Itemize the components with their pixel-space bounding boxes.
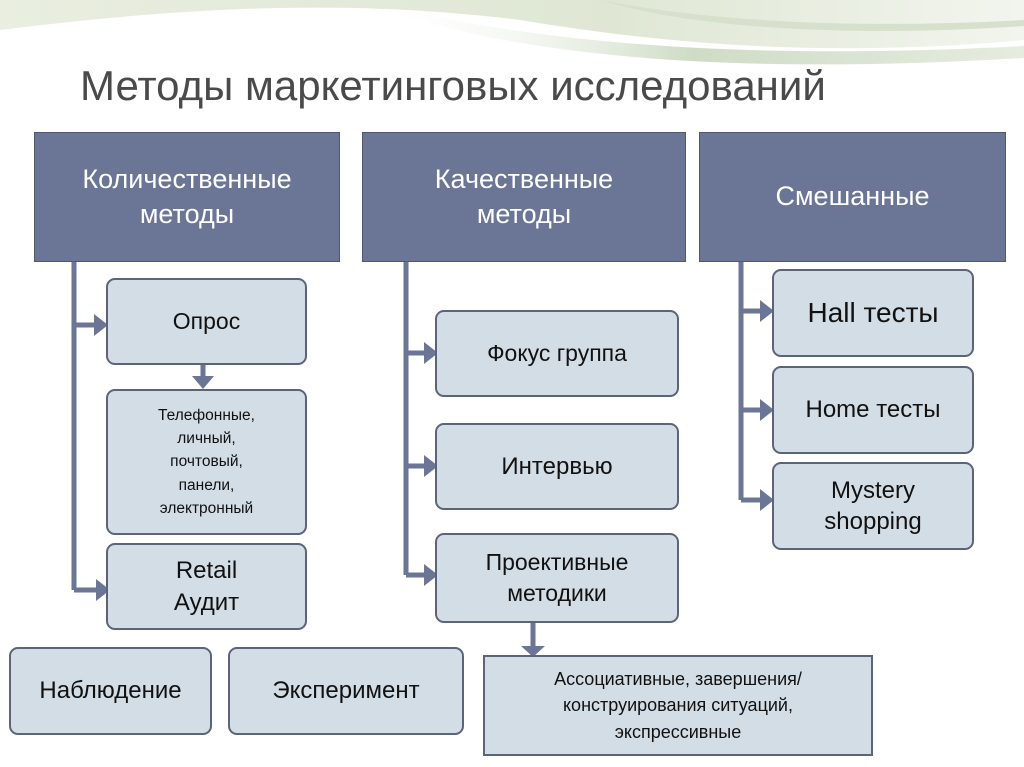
box-hall-tests: Hall тесты (772, 269, 974, 357)
box-projective-types: Ассоциативные, завершения/ конструирован… (483, 655, 873, 756)
box-interview: Интервью (435, 423, 679, 510)
box-mystery-shopping: Mystery shopping (772, 462, 974, 550)
box-observation: Наблюдение (9, 647, 212, 735)
box-survey-types: Телефонные, личный, почтовый, панели, эл… (106, 389, 307, 535)
box-focus-group: Фокус группа (435, 310, 679, 397)
connector-lines (71, 252, 760, 646)
page-title: Методы маркетинговых исследований (80, 62, 826, 109)
decorative-wave (0, 0, 1024, 65)
box-experiment: Эксперимент (228, 647, 464, 735)
box-home-tests: Home тесты (772, 366, 974, 454)
header-quantitative-methods: Количественные методы (34, 132, 340, 262)
header-mixed-methods: Смешанные (699, 132, 1006, 262)
box-retail-audit: Retail Аудит (106, 543, 307, 630)
connector-arrowheads (94, 300, 774, 657)
box-survey: Опрос (106, 278, 307, 365)
header-qualitative-methods: Качественные методы (362, 132, 686, 262)
box-projective-techniques: Проективные методики (435, 533, 679, 623)
